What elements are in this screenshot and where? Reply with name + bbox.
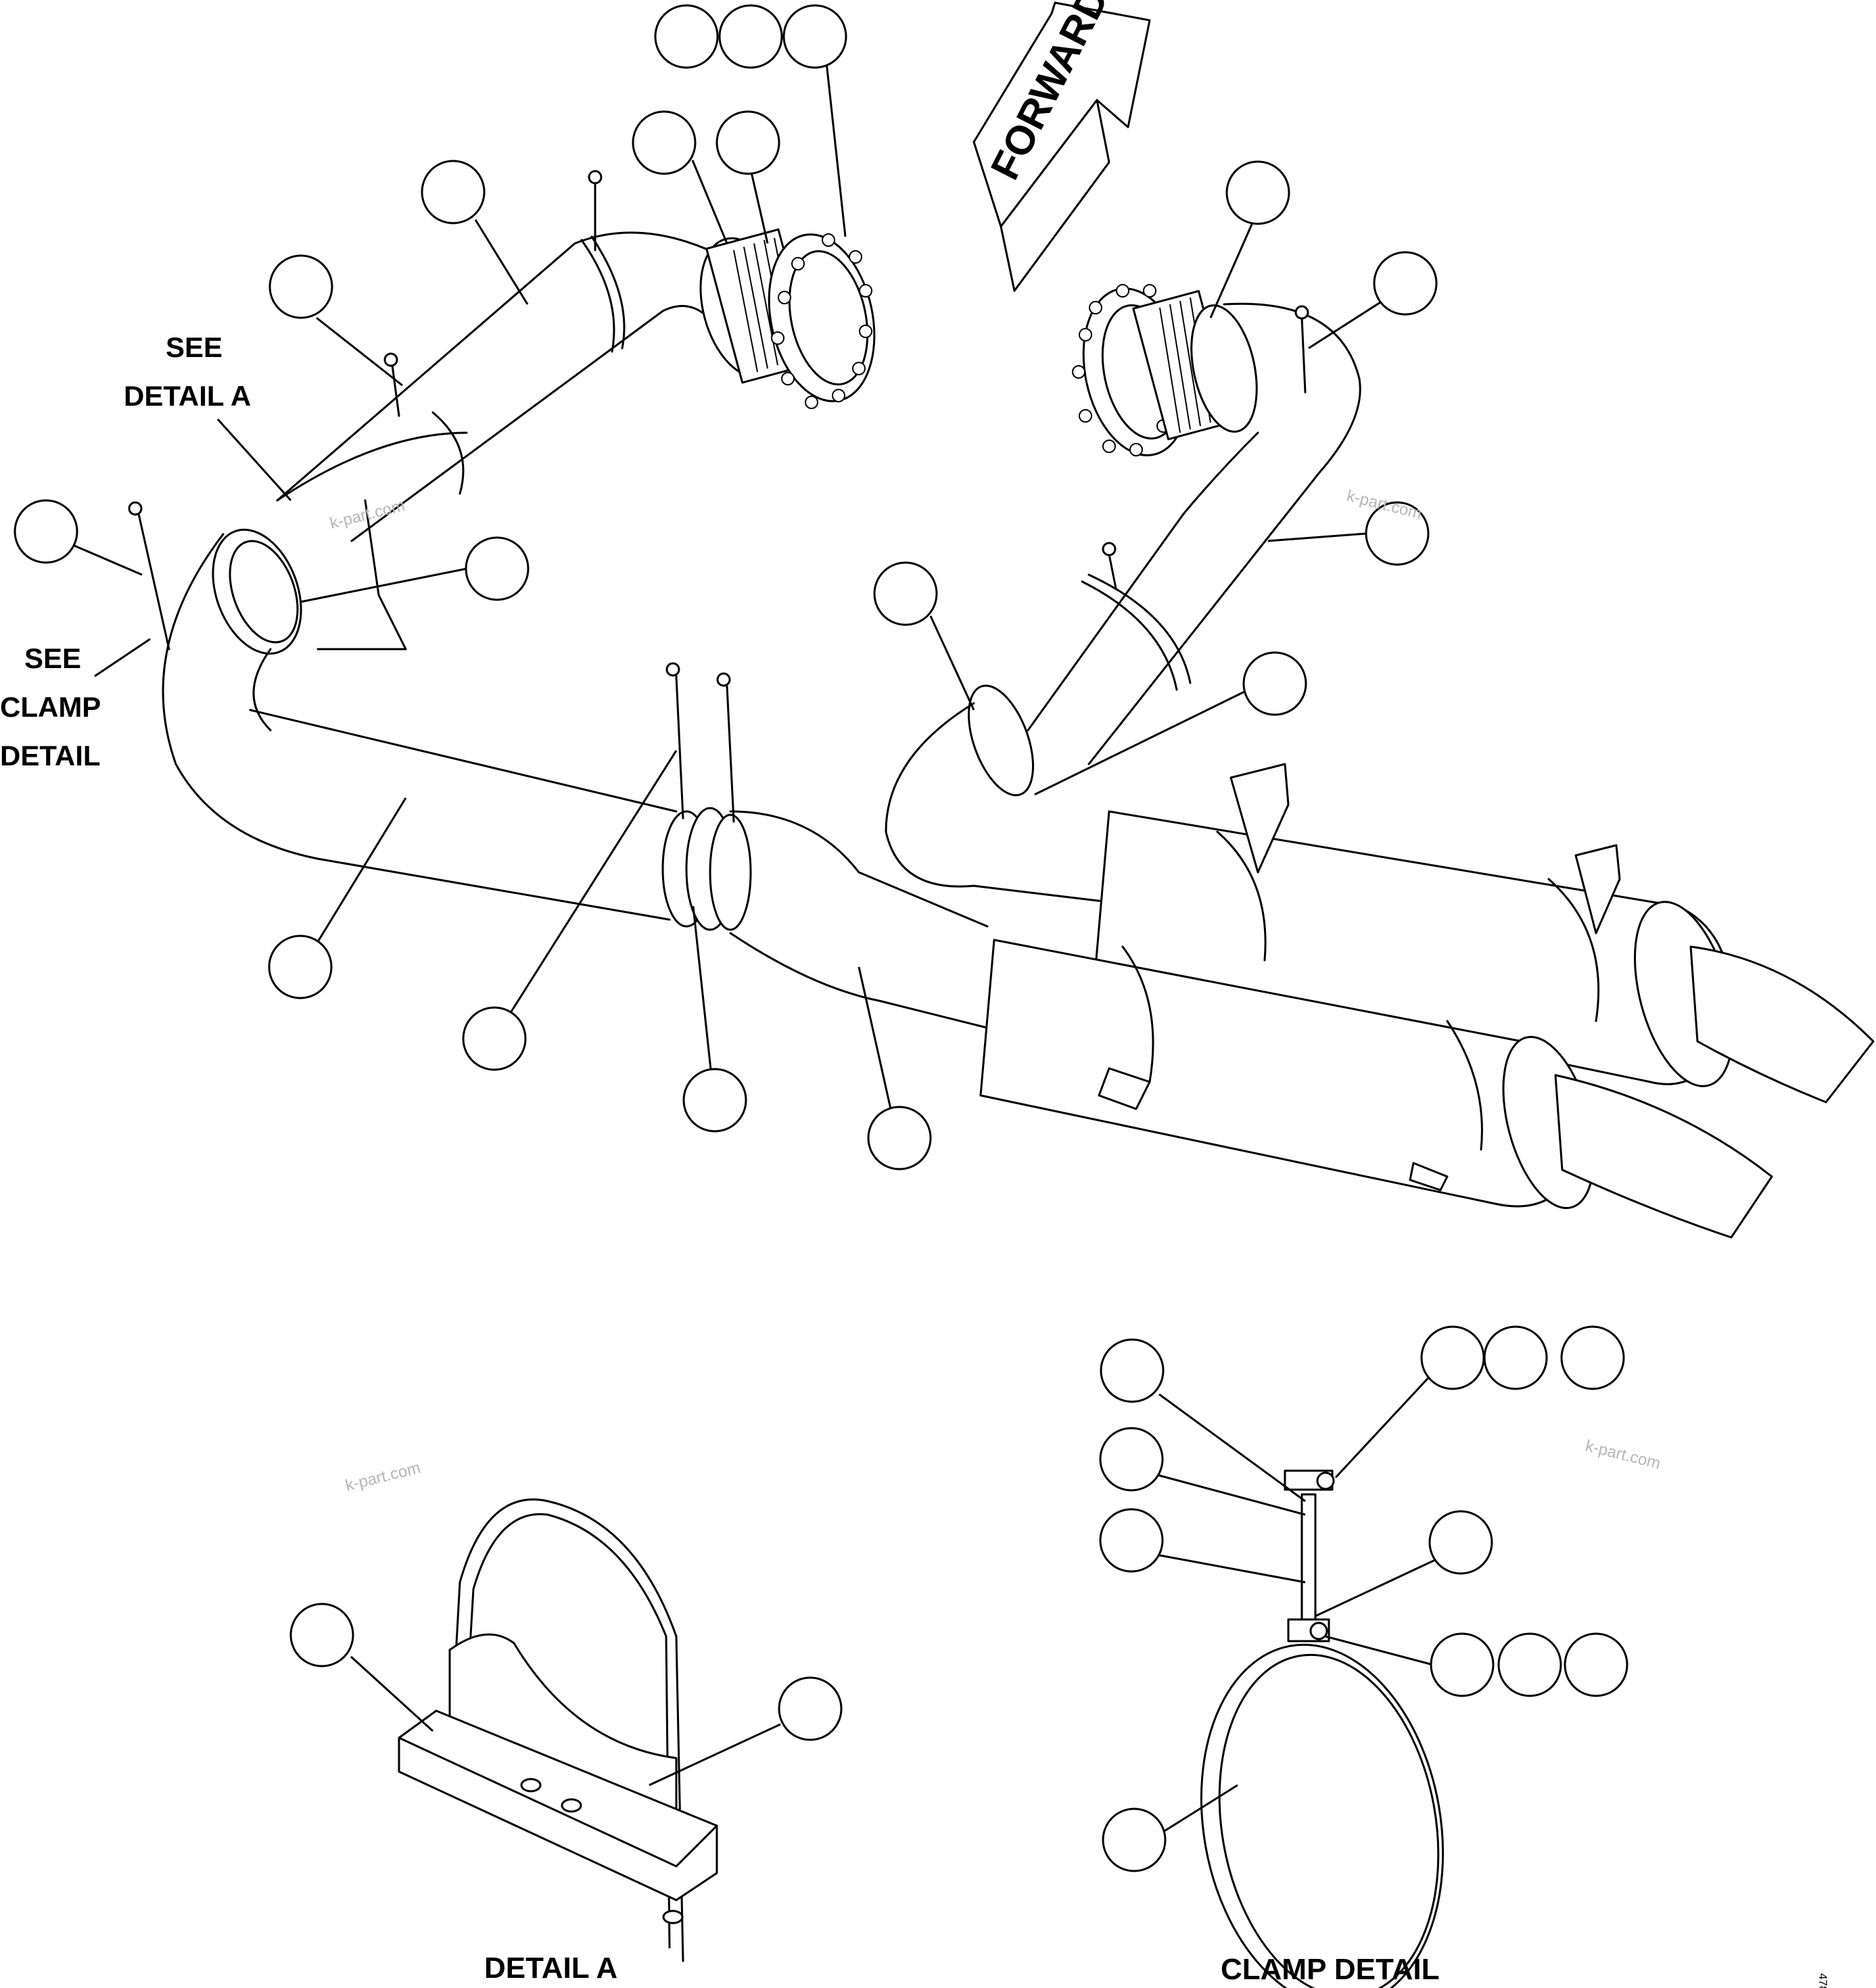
item-balloon [1102, 1807, 1167, 1872]
lower-muffler [979, 939, 1773, 1239]
item-balloon [14, 499, 78, 564]
item-balloon [682, 1068, 747, 1133]
detail-a-caption: DETAIL A [484, 1951, 617, 1985]
clamp-detail [1200, 1469, 1445, 1988]
item-balloon [268, 254, 333, 319]
item-balloon [1225, 160, 1290, 225]
see-detail-a-line1: SEE [166, 331, 222, 363]
left-exhaust-pipe [128, 170, 989, 1029]
item-balloon [421, 160, 486, 224]
item-balloon [1373, 251, 1438, 316]
clamp-detail-caption: CLAMP DETAIL [1221, 1953, 1439, 1986]
item-balloon [289, 1603, 354, 1667]
item-balloon [1100, 1338, 1165, 1403]
leader-lines [69, 62, 1445, 1833]
upper-muffler [1094, 763, 1875, 1104]
item-balloon [1099, 1427, 1164, 1492]
watermark: k-part.com [1584, 1437, 1663, 1473]
item-balloon [462, 1006, 527, 1071]
callout-see-detail-a: SEE DETAIL A [124, 331, 251, 412]
see-detail-a-line2: DETAIL A [124, 380, 251, 412]
item-balloon [465, 536, 530, 601]
watermark: k-part.com [344, 1459, 423, 1495]
item-balloon [1365, 501, 1430, 566]
right-exhaust-pipe [885, 284, 1361, 907]
item-balloon [1560, 1325, 1625, 1390]
item-balloon [1497, 1632, 1562, 1697]
item-balloon [1420, 1325, 1485, 1390]
item-balloon [718, 4, 783, 69]
figure-number: 4785 [1816, 1973, 1829, 1988]
item-balloon [268, 934, 333, 999]
see-clamp-detail-line1: SEE [24, 642, 81, 674]
item-balloon [632, 110, 697, 175]
item-balloon [782, 4, 847, 69]
item-balloon [654, 4, 719, 69]
item-balloon [1428, 1510, 1493, 1575]
see-clamp-detail-line2: CLAMP [0, 691, 101, 723]
item-balloon [867, 1106, 932, 1170]
item-balloon [873, 561, 938, 626]
item-balloon [1483, 1325, 1548, 1390]
callout-see-clamp-detail: SEE CLAMP DETAIL [0, 642, 101, 772]
forward-arrow: FORWARD [972, 0, 1151, 292]
item-balloons [14, 4, 1628, 1872]
item-balloon [1430, 1632, 1495, 1697]
watermark: k-part.com [328, 496, 407, 533]
item-balloon [1242, 651, 1307, 716]
detail-a-bracket [398, 1498, 718, 1962]
item-balloon [778, 1676, 843, 1741]
item-balloon [1099, 1508, 1164, 1573]
item-balloon [716, 110, 780, 175]
see-clamp-detail-line3: DETAIL [0, 740, 101, 772]
item-balloon [1564, 1632, 1628, 1697]
